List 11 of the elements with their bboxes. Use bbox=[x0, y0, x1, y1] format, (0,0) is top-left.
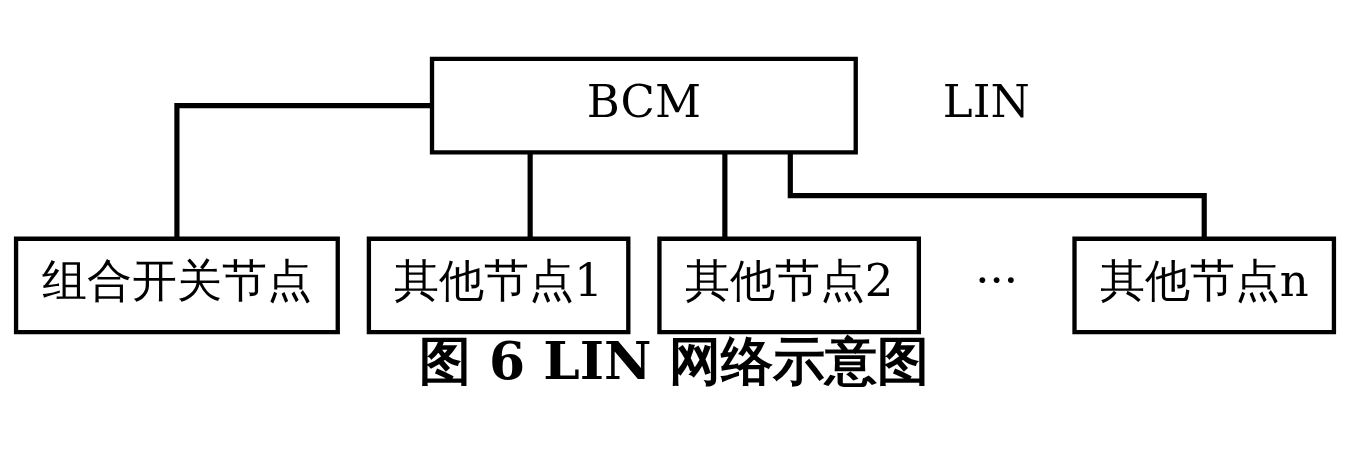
label: ··· bbox=[975, 254, 1019, 308]
node-box: 其他节点n bbox=[1072, 236, 1337, 335]
node-box: 组合开关节点 bbox=[13, 236, 340, 335]
node-box: 其他节点2 bbox=[657, 236, 921, 335]
node-box: 其他节点1 bbox=[366, 236, 631, 335]
connector bbox=[527, 152, 533, 239]
connector bbox=[787, 152, 1207, 239]
node-box: BCM bbox=[429, 56, 858, 155]
connector bbox=[722, 152, 728, 239]
label: LIN bbox=[942, 74, 1030, 128]
connector bbox=[174, 103, 432, 239]
